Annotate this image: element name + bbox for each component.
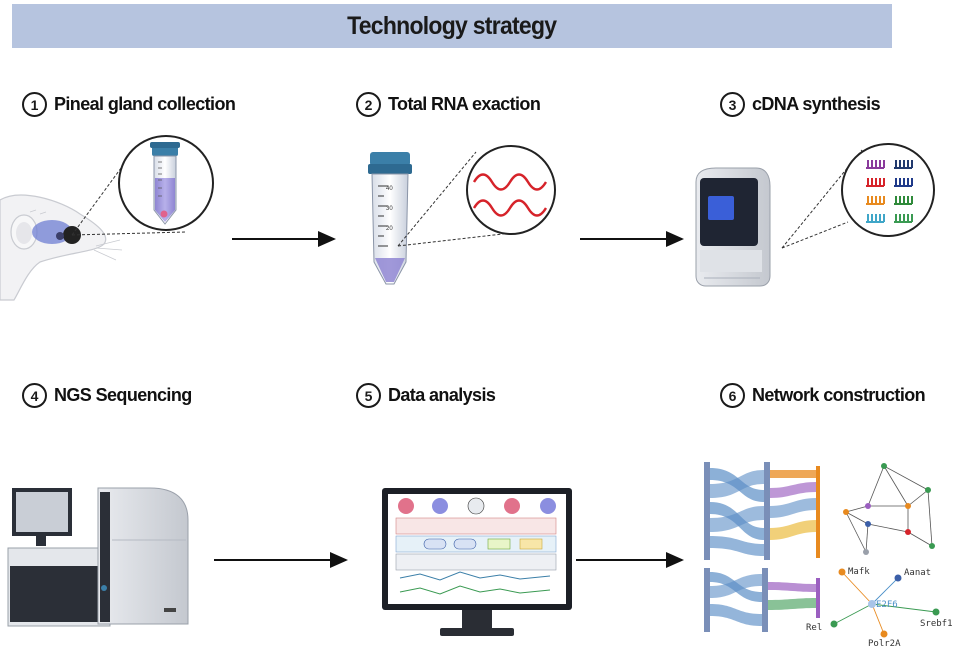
step-5: 5 Data analysis — [356, 383, 496, 408]
step-number: 2 — [356, 92, 381, 117]
svg-text:40: 40 — [386, 186, 393, 192]
title-banner: Technology strategy — [12, 4, 892, 48]
rna-magnifier — [466, 145, 556, 235]
svg-text:20: 20 — [386, 226, 393, 232]
step-number: 5 — [356, 383, 381, 408]
step-label: Total RNA exaction — [388, 94, 541, 114]
magnifier-tube-1 — [118, 135, 214, 231]
step-label: Network construction — [752, 385, 926, 405]
step-label: cDNA synthesis — [752, 94, 881, 114]
step-6: 6 Network construction — [720, 383, 926, 408]
step-number: 3 — [720, 92, 745, 117]
step-3: 3 cDNA synthesis — [720, 92, 881, 117]
network-nodes-bottom: E2F6 Mafk Aanat Rel Srebf1 Polr2A — [806, 567, 953, 649]
node-label: Polr2A — [868, 639, 901, 649]
node-label: E2F6 — [876, 600, 898, 610]
network-graph-top — [845, 465, 933, 553]
svg-text:30: 30 — [386, 206, 393, 212]
step-number: 6 — [720, 383, 745, 408]
step-number: 4 — [22, 383, 47, 408]
falcon-tube-icon: 40 30 20 — [368, 152, 412, 285]
mouse-icon — [0, 194, 123, 301]
network-nodes-top — [843, 463, 935, 555]
node-label: Rel — [806, 623, 822, 633]
step-number: 1 — [22, 92, 47, 117]
step-label: Data analysis — [388, 385, 496, 405]
node-label: Srebf1 — [920, 619, 953, 629]
step-1: 1 Pineal gland collection — [22, 92, 236, 117]
step-2: 2 Total RNA exaction — [356, 92, 541, 117]
sankey-diagram-top — [704, 462, 820, 560]
step-label: Pineal gland collection — [54, 94, 236, 114]
node-label: Aanat — [904, 568, 931, 578]
network-graph-bottom — [833, 571, 937, 635]
step-4: 4 NGS Sequencing — [22, 383, 192, 408]
sequencer-icon — [7, 487, 189, 627]
pcr-machine-icon — [695, 167, 771, 287]
cdna-magnifier — [841, 143, 935, 237]
sankey-diagram-bottom — [704, 568, 820, 632]
monitor-icon — [382, 488, 572, 636]
node-label: Mafk — [848, 567, 870, 577]
step-label: NGS Sequencing — [54, 385, 192, 405]
page-title: Technology strategy — [347, 11, 557, 40]
